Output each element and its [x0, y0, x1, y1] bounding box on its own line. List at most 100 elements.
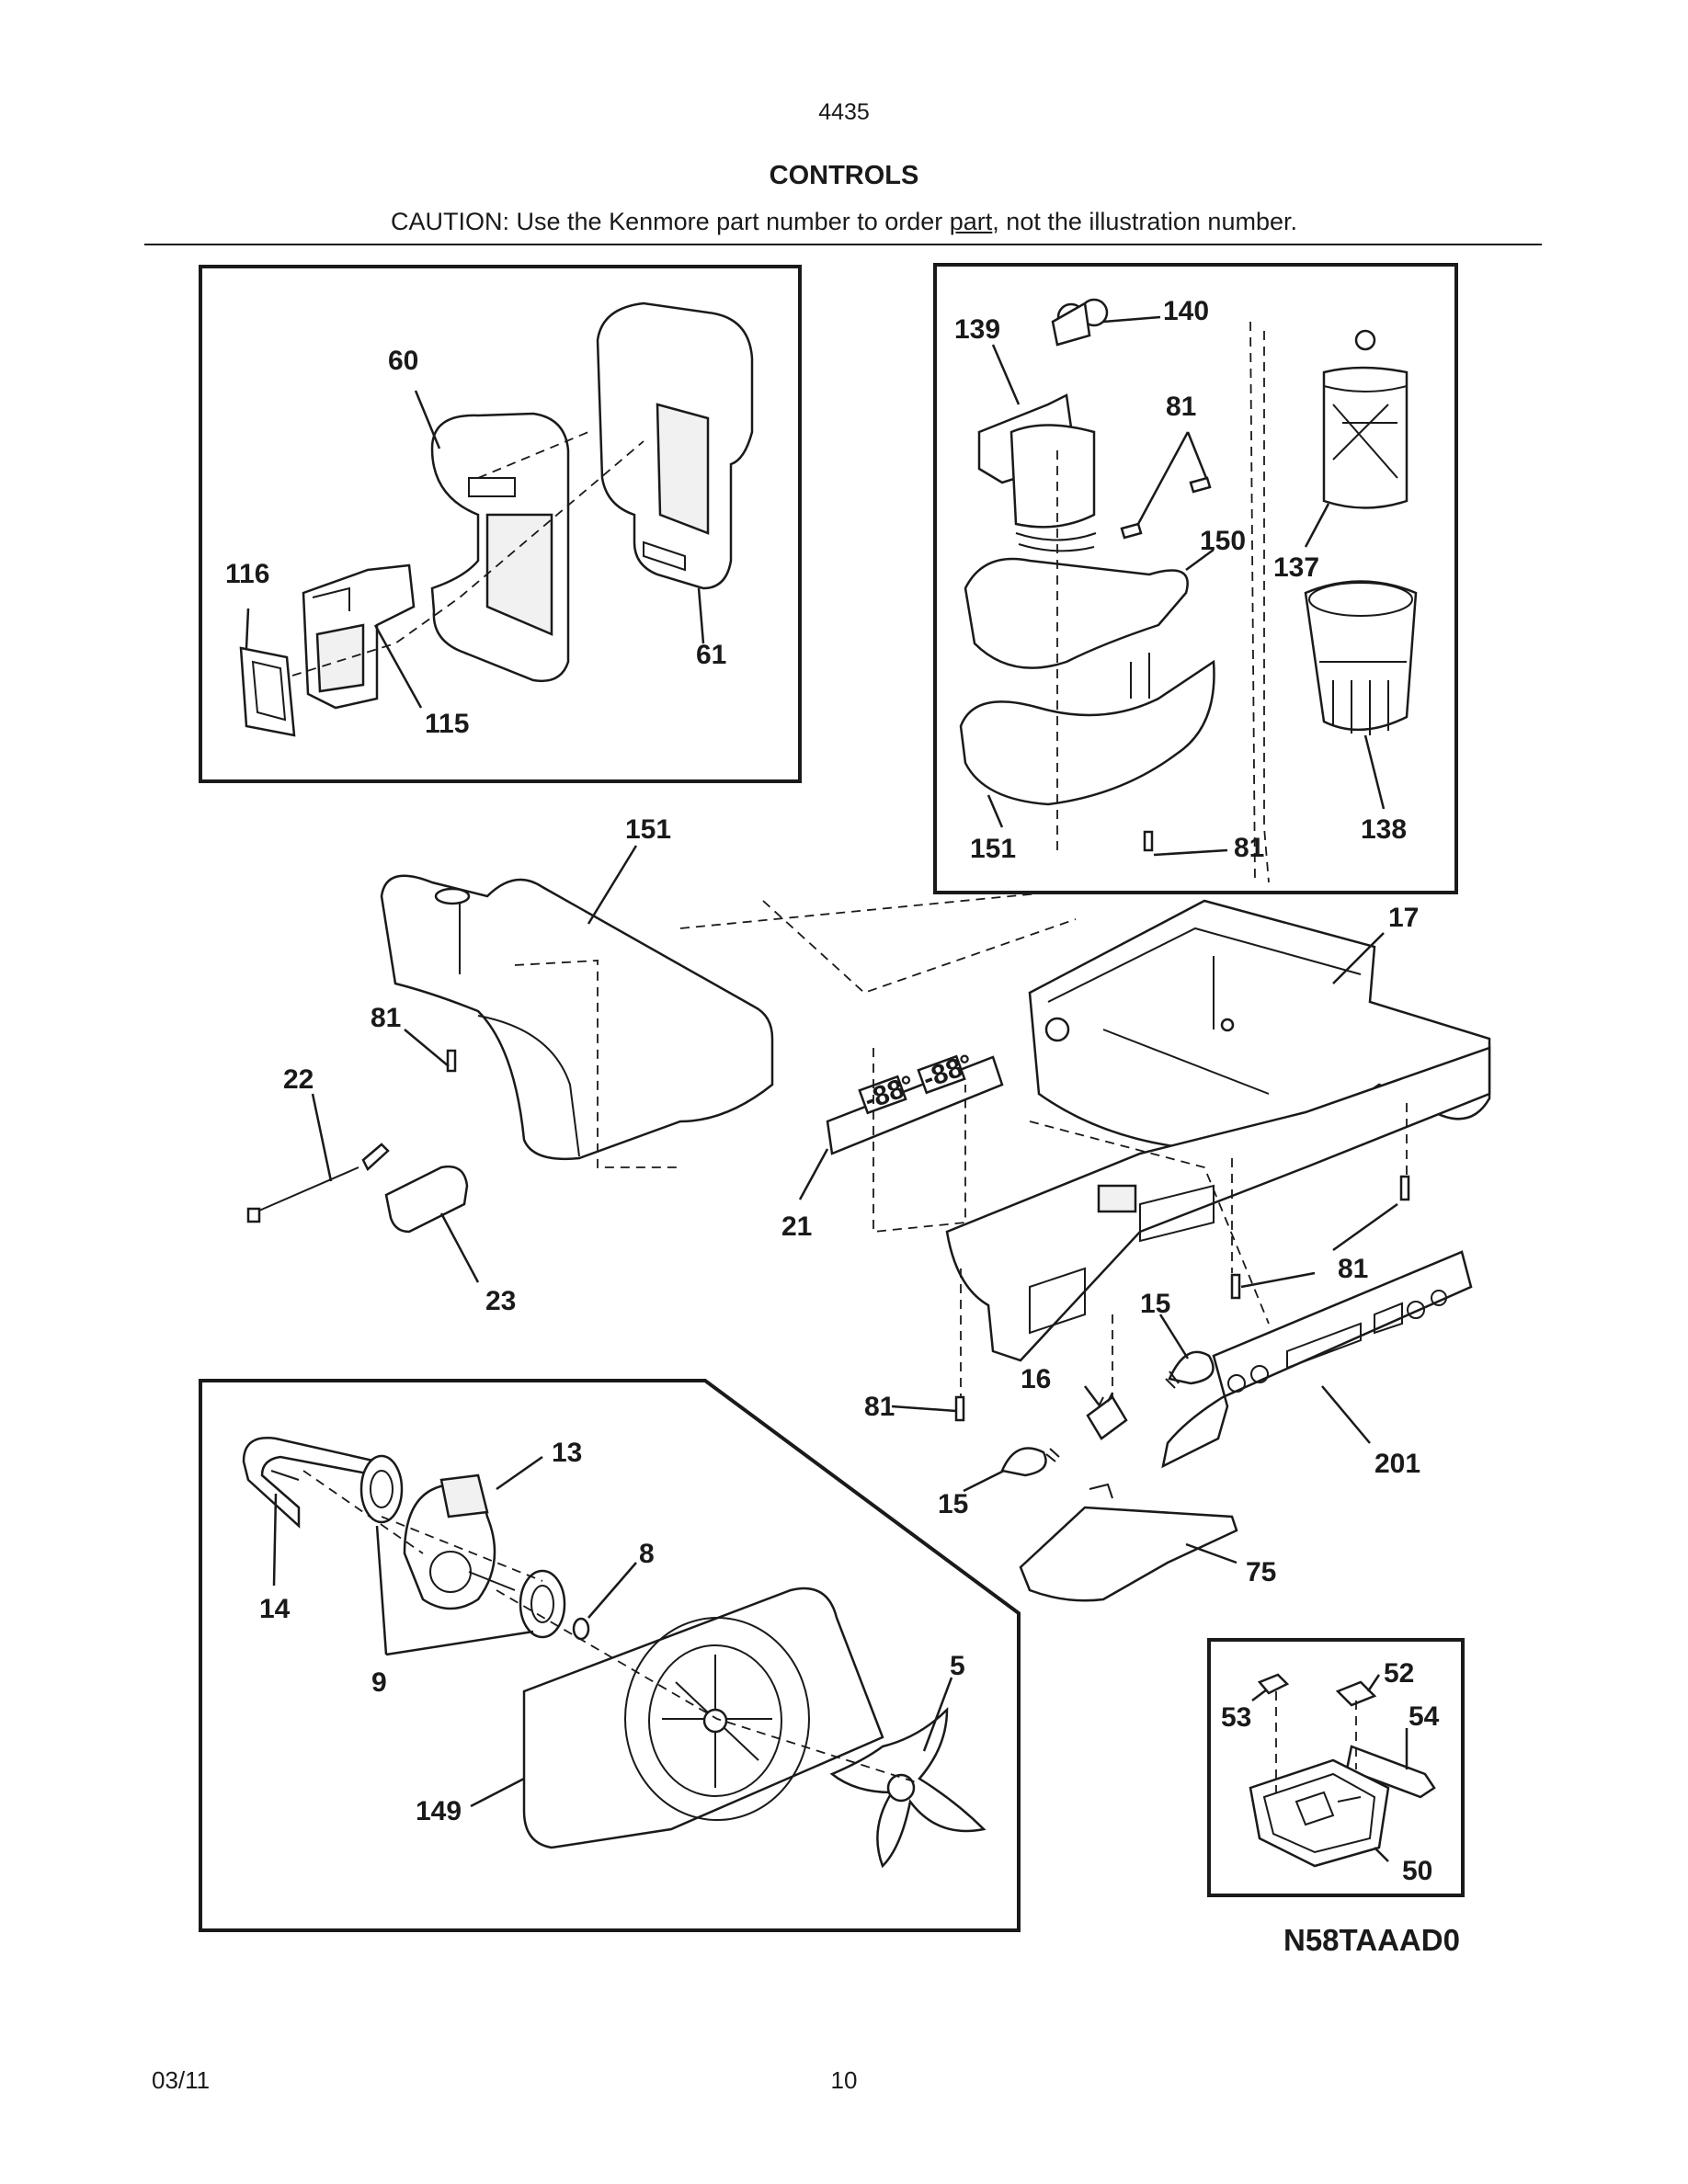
- callout-137: 137: [1273, 552, 1319, 583]
- frame-water-filter: [933, 263, 1458, 894]
- screw-81-housing-right: [1399, 1175, 1410, 1201]
- leader-9: [375, 1525, 534, 1656]
- part-5-fan-blade: [829, 1706, 987, 1869]
- leader-16: [1084, 1385, 1100, 1405]
- leader-52: [1366, 1674, 1381, 1692]
- callout-81-filter-bottom: 81: [1234, 833, 1264, 863]
- part-50-control-box: [1249, 1758, 1390, 1868]
- screw-81-filter-top-a: [1120, 522, 1143, 540]
- callout-139: 139: [954, 314, 1000, 345]
- leader-53: [1251, 1689, 1268, 1701]
- callout-151-duct: 151: [625, 814, 671, 845]
- part-115-sensor: [302, 563, 416, 710]
- callout-52: 52: [1384, 1658, 1414, 1689]
- leader-17: [1332, 932, 1385, 984]
- leader-81-filter-bottom: [1153, 848, 1228, 857]
- part-23-thermistor-cover: [384, 1165, 469, 1234]
- leader-115: [373, 624, 423, 709]
- callout-81-filter-top: 81: [1166, 392, 1196, 422]
- part-138-filter-housing: [1304, 580, 1418, 735]
- leader-139: [991, 344, 1021, 405]
- screw-81-filter-bottom: [1143, 830, 1154, 852]
- callout-9: 9: [371, 1667, 387, 1698]
- part-201-control-panel: [1161, 1250, 1473, 1469]
- callout-60: 60: [388, 346, 418, 376]
- part-9-fan-pulley-rear: [359, 1454, 404, 1524]
- leader-23: [439, 1212, 480, 1283]
- caution-part-underlined: part: [949, 208, 993, 235]
- callout-14: 14: [259, 1594, 291, 1624]
- part-17-front-bezel: [945, 1046, 1491, 1362]
- leader-81-housing-left: [1240, 1271, 1316, 1289]
- leader-81-duct: [404, 1029, 450, 1067]
- screw-81-filter-top-b: [1189, 476, 1212, 494]
- leader-13: [496, 1455, 543, 1491]
- leader-14: [272, 1493, 278, 1587]
- frame-duct-cover: [199, 265, 802, 783]
- part-53-clip: [1257, 1673, 1290, 1695]
- callout-115: 115: [425, 709, 469, 739]
- part-149-fan-shroud: [522, 1587, 884, 1849]
- part-8-washer: [572, 1617, 590, 1641]
- part-60-cover: [430, 412, 570, 683]
- callout-15-upper: 15: [1140, 1289, 1170, 1319]
- header-rule: [144, 244, 1542, 245]
- part-9-fan-pulley-front: [519, 1569, 566, 1639]
- part-13-fan-motor: [403, 1473, 516, 1610]
- frame-fan-assembly: [199, 1379, 1021, 1932]
- callout-23: 23: [485, 1286, 516, 1316]
- leader-151-duct: [587, 845, 638, 925]
- leader-15-lower: [963, 1469, 1005, 1493]
- callout-75: 75: [1246, 1557, 1276, 1587]
- callout-13: 13: [552, 1438, 582, 1468]
- leader-81-filter-top: [1136, 431, 1208, 525]
- part-151-air-duct: [380, 874, 774, 1160]
- callout-151-filter: 151: [970, 834, 1016, 864]
- callout-81-housing-right: 81: [1338, 1254, 1368, 1284]
- part-22-thermistor-wire: [246, 1143, 390, 1223]
- leader-61: [697, 587, 705, 644]
- part-137-filter-cartridge: [1322, 329, 1409, 509]
- leader-138: [1363, 734, 1386, 810]
- caution-note: CAUTION: Use the Kenmore part number to …: [0, 208, 1688, 236]
- callout-116: 116: [225, 559, 269, 589]
- leader-15-upper: [1158, 1314, 1190, 1359]
- callout-149: 149: [416, 1796, 462, 1826]
- part-140-elbow-fitting: [1051, 298, 1109, 347]
- page-number: 4435: [818, 99, 870, 125]
- caution-text-end: , not the illustration number.: [992, 208, 1297, 235]
- callout-50: 50: [1402, 1856, 1432, 1886]
- part-151-filter-cover-lower: [959, 653, 1215, 806]
- leader-151-filter: [987, 794, 1004, 828]
- leader-8: [587, 1562, 637, 1619]
- leader-137: [1304, 503, 1330, 548]
- screw-81-lower: [954, 1395, 965, 1422]
- part-54-bracket: [1345, 1745, 1436, 1799]
- callout-22: 22: [283, 1064, 314, 1095]
- leader-149: [470, 1777, 525, 1808]
- callout-15-lower: 15: [938, 1489, 968, 1519]
- callout-61: 61: [696, 640, 726, 670]
- part-21-display-board: -88° -88°: [826, 1049, 1004, 1155]
- leader-75: [1185, 1542, 1237, 1564]
- part-150-filter-cover-upper: [964, 557, 1189, 669]
- callout-81-lower: 81: [864, 1392, 895, 1422]
- leader-60: [414, 390, 441, 449]
- frame-control-board: [1207, 1638, 1465, 1897]
- page-title: CONTROLS: [769, 161, 919, 190]
- callout-54: 54: [1409, 1701, 1440, 1732]
- screw-81-duct: [446, 1049, 457, 1073]
- callout-17: 17: [1388, 903, 1419, 933]
- leader-81-lower: [891, 1405, 957, 1413]
- leader-201: [1321, 1385, 1371, 1444]
- callout-138: 138: [1361, 814, 1407, 845]
- screw-81-housing-left: [1230, 1273, 1241, 1300]
- callout-53: 53: [1221, 1702, 1251, 1733]
- diagram-code: N58TAAAD0: [1283, 1923, 1460, 1957]
- part-61-cover: [596, 301, 754, 590]
- leader-116: [245, 608, 250, 649]
- part-14-fan-bracket: [242, 1437, 379, 1529]
- part-15-light-bulb-upper: [1165, 1350, 1215, 1389]
- callout-21: 21: [781, 1211, 812, 1242]
